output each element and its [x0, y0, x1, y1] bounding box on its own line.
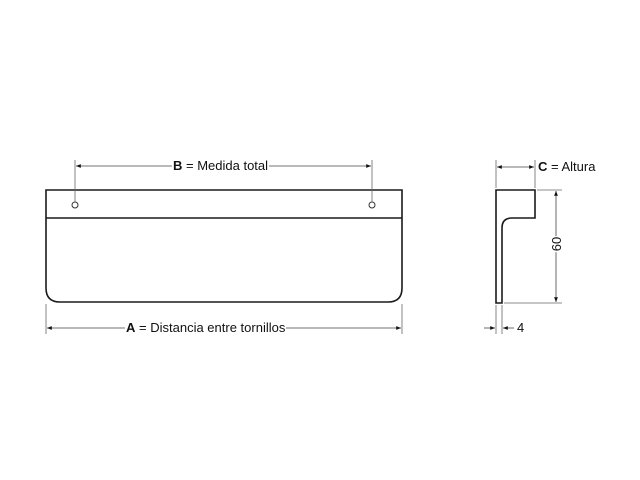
dimension-thickness [484, 305, 514, 334]
label-b: B = Medida total [172, 158, 270, 173]
label-a-letter: A [126, 320, 136, 335]
label-a: A = Distancia entre tornillos [125, 320, 287, 335]
label-a-text: = Distancia entre tornillos [139, 320, 286, 335]
label-height: 60 [549, 235, 565, 253]
label-thickness: 4 [517, 320, 525, 335]
label-c-letter: C [538, 159, 548, 174]
label-c: C = Altura [537, 159, 597, 174]
label-c-text: = Altura [551, 159, 596, 174]
front-view [45, 189, 403, 303]
label-b-text: = Medida total [186, 158, 269, 173]
dimension-c [495, 160, 536, 188]
side-profile [495, 189, 536, 304]
label-b-letter: B [173, 158, 183, 173]
